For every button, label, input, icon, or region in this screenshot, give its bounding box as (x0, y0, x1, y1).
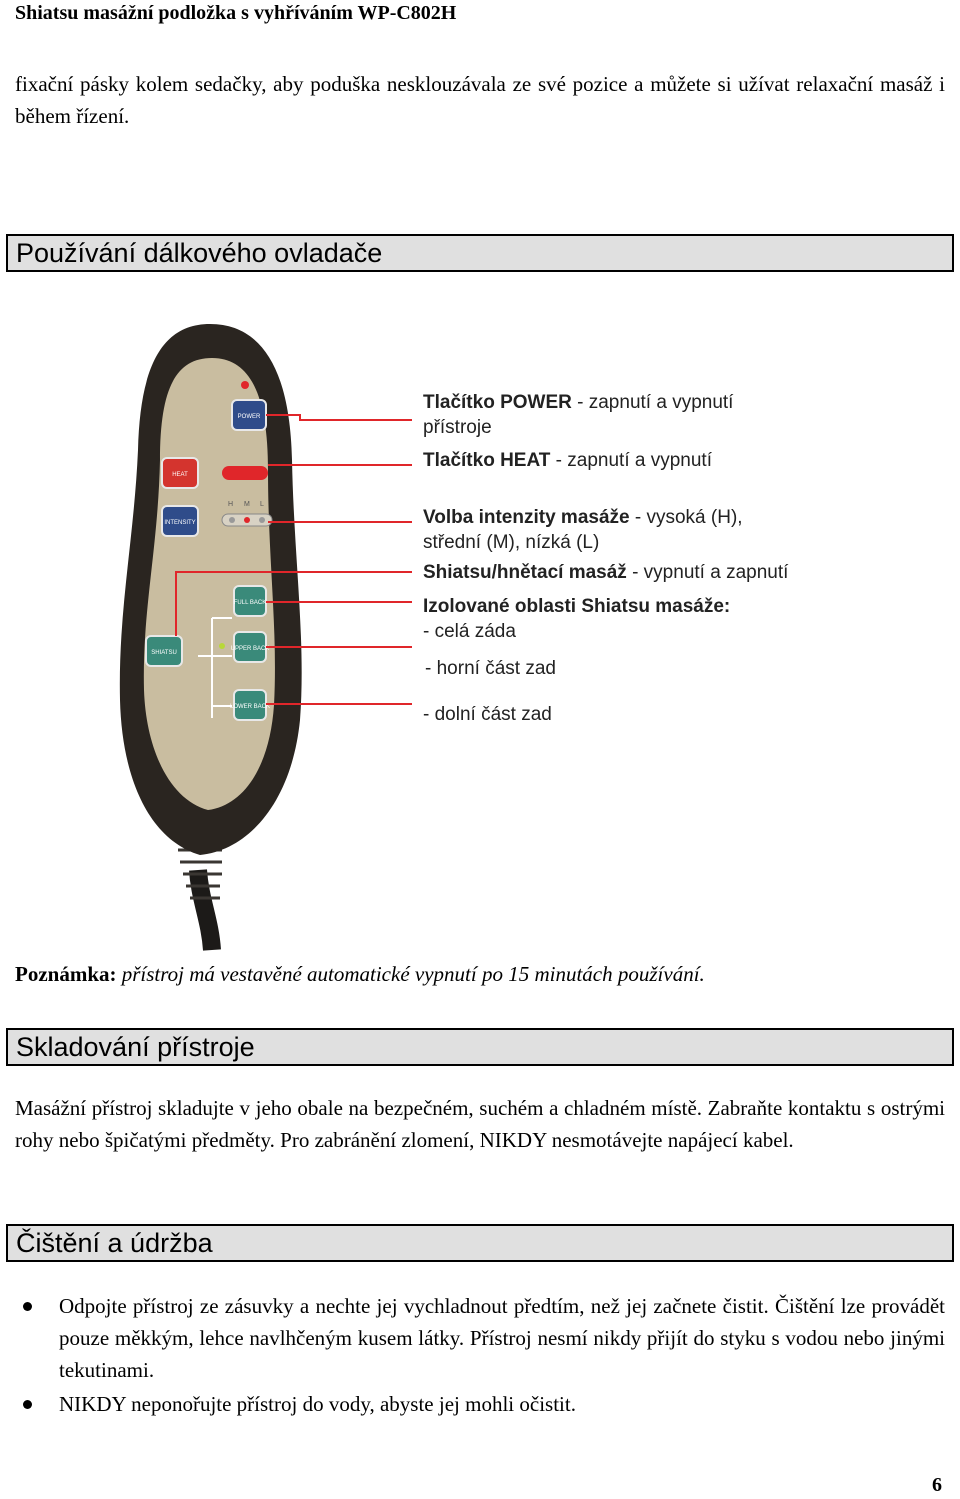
label-heat-bold: Tlačítko HEAT (423, 450, 551, 471)
label-intensity-rest: - vysoká (H), (630, 507, 743, 528)
heat-button (161, 457, 199, 489)
heat-button-text: HEAT (172, 472, 188, 478)
cleaning-list: Odpojte přístroj ze zásuvky a nechte jej… (15, 1290, 945, 1422)
heat-indicator (222, 466, 268, 480)
remote-control-figure: POWER HEAT INTENSITY H M L SHIATSU FULL … (0, 310, 960, 960)
label-heat: Tlačítko HEAT - zapnutí a vypnutí (423, 450, 713, 471)
leader-lines (175, 414, 412, 705)
label-shiatsu-rest: - vypnutí a zapnutí (627, 562, 789, 583)
storage-paragraph: Masážní přístroj skladujte v jeho obale … (15, 1096, 945, 1152)
note-label: Poznámka: (15, 962, 117, 986)
section-heading-remote: Používání dálkového ovladače (6, 234, 954, 272)
upper-back-button-text: UPPER BACK (231, 646, 270, 652)
section-heading-cleaning: Čištění a údržba (6, 1224, 954, 1262)
list-item: NIKDY neponořujte přístroj do vody, abys… (15, 1388, 945, 1420)
note: Poznámka: přístroj má vestavěné automati… (15, 962, 705, 987)
intro-paragraph: fixační pásky kolem sedačky, aby poduška… (15, 72, 945, 128)
intensity-button (161, 505, 199, 537)
label-shiatsu-bold: Shiatsu/hnětací masáž (423, 562, 627, 583)
label-intensity-bold: Volba intenzity masáže (423, 507, 630, 528)
label-power-line2: přístroje (423, 417, 492, 438)
power-status-led (241, 381, 249, 389)
lower-back-button-text: LOWER BACK (230, 704, 270, 710)
zone-bracket (198, 617, 232, 718)
label-intensity: Volba intenzity masáže - vysoká (H), (423, 507, 743, 528)
intensity-button-text: INTENSITY (164, 520, 195, 526)
label-zone-full: - celá záda (423, 621, 516, 642)
bullet-dot (23, 1400, 32, 1409)
label-heat-rest: - zapnutí a vypnutí (550, 450, 712, 471)
bullet-dot (23, 1302, 32, 1311)
list-item-text: Odpojte přístroj ze zásuvky a nechte jej… (59, 1294, 945, 1382)
label-power: Tlačítko POWER - zapnutí a vypnutí (423, 392, 734, 413)
full-back-button-text: FULL BACK (234, 600, 266, 606)
label-zone-upper: - horní část zad (425, 658, 556, 679)
indicator-m: M (244, 501, 250, 508)
label-power-rest: - zapnutí a vypnutí (572, 392, 734, 413)
shiatsu-button-text: SHIATSU (151, 650, 177, 656)
power-button-text: POWER (238, 414, 261, 420)
label-shiatsu: Shiatsu/hnětací masáž - vypnutí a zapnut… (423, 562, 789, 583)
list-item-text: NIKDY neponořujte přístroj do vody, abys… (59, 1392, 576, 1416)
indicator-h: H (228, 501, 233, 508)
page-number: 6 (932, 1474, 942, 1496)
label-intensity-line2: střední (M), nízká (L) (423, 532, 599, 553)
list-item: Odpojte přístroj ze zásuvky a nechte jej… (15, 1290, 945, 1386)
page-header-title: Shiatsu masážní podložka s vyhříváním WP… (15, 2, 457, 24)
note-text: přístroj má vestavěné automatické vypnut… (116, 962, 705, 986)
remote-cable (189, 869, 221, 951)
indicator-l: L (260, 501, 264, 508)
label-zones-heading: Izolované oblasti Shiatsu masáže: (423, 596, 730, 617)
label-power-bold: Tlačítko POWER (423, 392, 572, 413)
shiatsu-button (145, 635, 183, 667)
label-zone-lower: - dolní část zad (423, 704, 552, 725)
section-heading-storage: Skladování přístroje (6, 1028, 954, 1066)
